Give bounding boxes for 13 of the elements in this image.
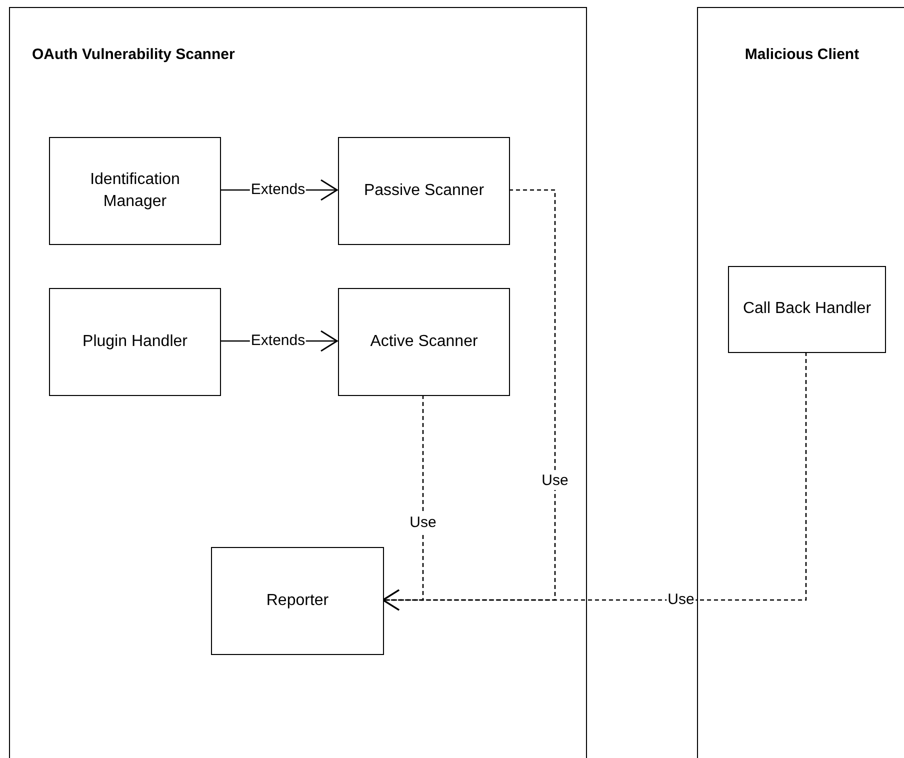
edge-label: Use [408, 514, 438, 532]
component-box: Identification Manager [49, 137, 221, 245]
component-box: Reporter [211, 547, 384, 655]
container-frame [9, 7, 587, 758]
container-frame [697, 7, 904, 758]
component-box: Call Back Handler [728, 266, 886, 353]
container-title: OAuth Vulnerability Scanner [32, 46, 235, 63]
component-box: Passive Scanner [338, 137, 510, 245]
container-title: Malicious Client [744, 46, 860, 63]
component-box: Active Scanner [338, 288, 510, 396]
dashed-arrow [382, 352, 807, 611]
component-box: Plugin Handler [49, 288, 221, 396]
edge-label: Use [540, 472, 570, 490]
